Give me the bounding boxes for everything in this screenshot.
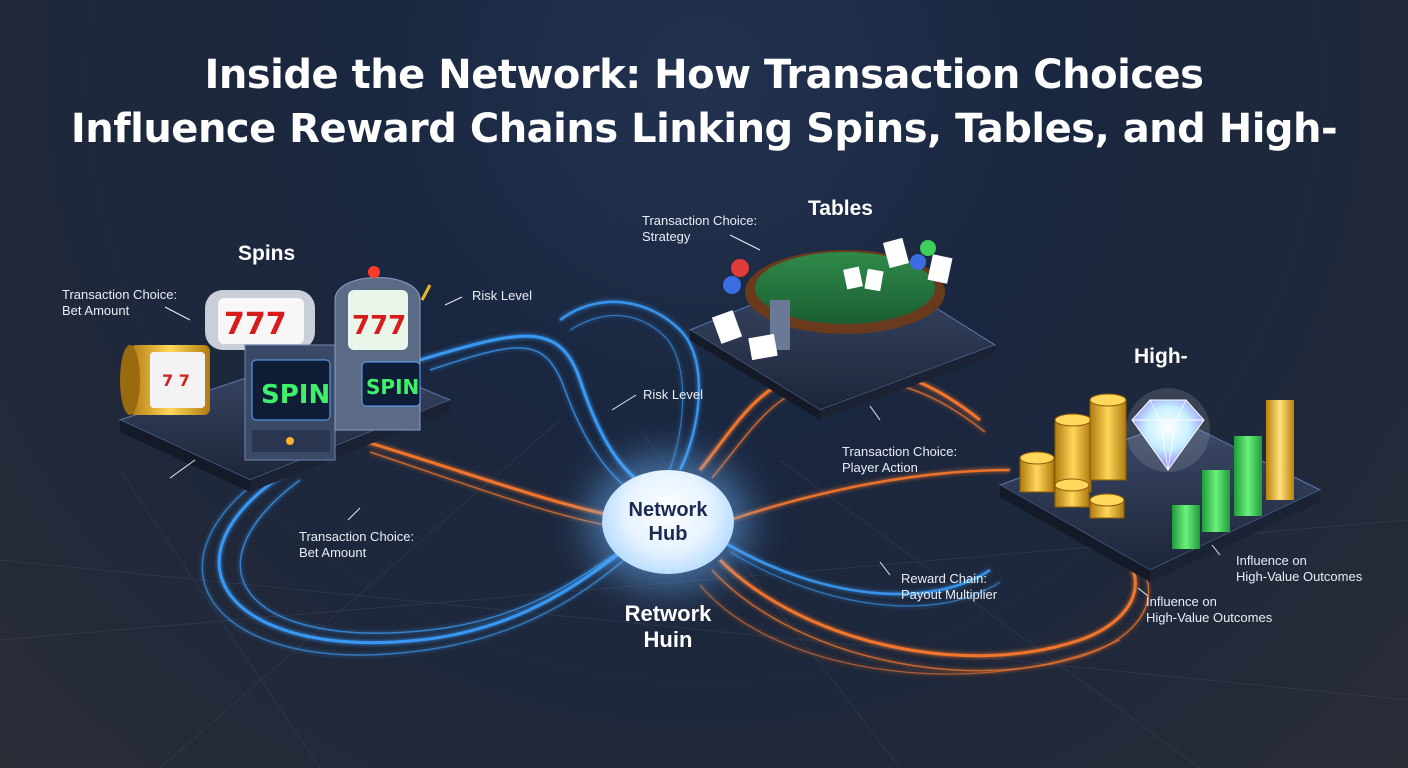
reel-777-2: 777 (352, 311, 406, 341)
slot-reel-cylinder: 7 7 (120, 345, 210, 415)
label-line: Transaction Choice: (842, 444, 957, 460)
slot-machine-2: 777 SPIN (335, 266, 430, 430)
hub-caption-line-1: Retwork (612, 601, 724, 627)
label-payout-multiplier: Reward Chain: Payout Multiplier (901, 571, 997, 603)
label-influence-b: Influence on High-Value Outcomes (1146, 594, 1272, 626)
label-line: High-Value Outcomes (1146, 610, 1272, 626)
spins-label: Spins (238, 242, 295, 266)
label-line: Bet Amount (62, 303, 177, 319)
label-risk-level-middle: Risk Level (643, 387, 703, 403)
hub-line-1: Network (629, 498, 708, 522)
tables-platform (690, 238, 995, 420)
spin-screen-2: SPIN (366, 375, 419, 399)
label-line: Payout Multiplier (901, 587, 997, 603)
high-label: High- (1134, 345, 1188, 369)
label-line: Transaction Choice: (62, 287, 177, 303)
label-line: Influence on (1236, 553, 1362, 569)
label-bet-amount-bottom: Transaction Choice: Bet Amount (299, 529, 414, 561)
label-bet-amount-top: Transaction Choice: Bet Amount (62, 287, 177, 319)
hub-caption: Retwork Huin (612, 601, 724, 653)
label-player-action: Transaction Choice: Player Action (842, 444, 957, 476)
label-line: Influence on (1146, 594, 1272, 610)
svg-text:7 7: 7 7 (162, 371, 190, 390)
hub-caption-line-2: Huin (612, 627, 724, 653)
label-risk-level-top: Risk Level (472, 288, 532, 304)
label-line: Transaction Choice: (642, 213, 757, 229)
label-line: Player Action (842, 460, 957, 476)
reel-777-1: 777 (224, 307, 287, 342)
label-line: Reward Chain: (901, 571, 997, 587)
diamond-icon (1126, 388, 1210, 472)
spin-screen-1: SPIN (261, 380, 330, 410)
hub-line-2: Hub (649, 522, 688, 546)
label-influence-a: Influence on High-Value Outcomes (1236, 553, 1362, 585)
label-line: Bet Amount (299, 545, 414, 561)
label-line: Transaction Choice: (299, 529, 414, 545)
label-line: Strategy (642, 229, 757, 245)
tables-label: Tables (808, 197, 873, 221)
label-strategy: Transaction Choice: Strategy (642, 213, 757, 245)
network-hub: Network Hub (602, 470, 734, 574)
label-line: High-Value Outcomes (1236, 569, 1362, 585)
